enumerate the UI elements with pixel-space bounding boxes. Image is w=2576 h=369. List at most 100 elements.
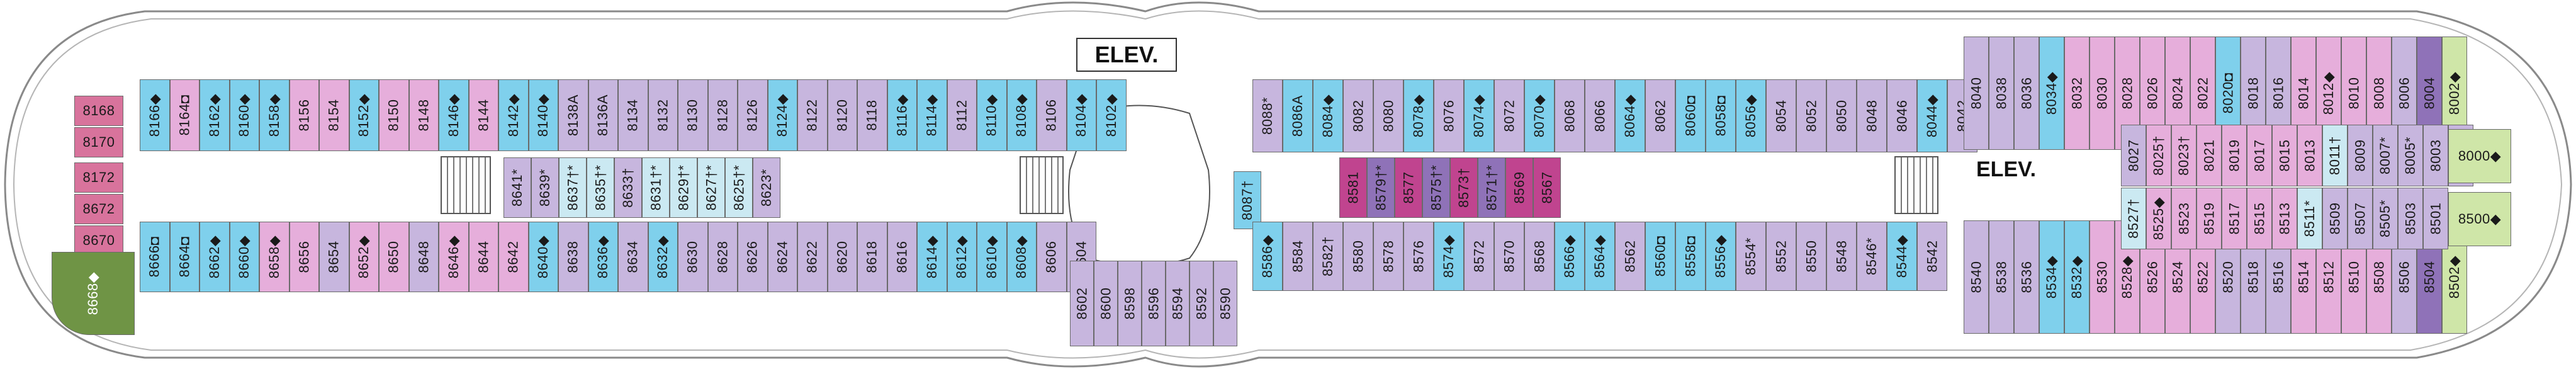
cabin-8523[interactable]: 8523 — [2171, 188, 2196, 249]
cabin-8030[interactable]: 8030 — [2089, 37, 2115, 150]
cabin-8007[interactable]: 8007* — [2373, 125, 2398, 186]
cabin-8509[interactable]: 8509 — [2322, 188, 2348, 249]
cabin-8532[interactable]: 8532◆ — [2064, 220, 2089, 334]
cabin-8032[interactable]: 8032 — [2064, 37, 2089, 150]
cabin-8076[interactable]: 8076 — [1434, 79, 1464, 152]
cabin-8104[interactable]: 8104◆ — [1066, 79, 1096, 151]
cabin-8148[interactable]: 8148 — [408, 79, 439, 151]
cabin-8646[interactable]: 8646◆ — [439, 222, 469, 292]
cabin-8632[interactable]: 8632◆ — [648, 222, 678, 292]
cabin-8080[interactable]: 8080 — [1373, 79, 1403, 152]
cabin-8631[interactable]: 8631†* — [642, 157, 670, 218]
cabin-8581[interactable]: 8581 — [1339, 157, 1367, 218]
cabin-8503[interactable]: 8503 — [2398, 188, 2423, 249]
cabin-8515[interactable]: 8515 — [2247, 188, 2272, 249]
cabin-8009[interactable]: 8009 — [2348, 125, 2373, 186]
cabin-8567[interactable]: 8567 — [1533, 157, 1561, 218]
cabin-8625[interactable]: 8625†* — [725, 157, 753, 218]
cabin-8017[interactable]: 8017 — [2247, 125, 2272, 186]
cabin-8590[interactable]: 8590 — [1213, 261, 1237, 346]
cabin-8656[interactable]: 8656 — [289, 222, 319, 292]
cabin-8636[interactable]: 8636◆ — [588, 222, 618, 292]
cabin-8634[interactable]: 8634 — [618, 222, 648, 292]
cabin-8013[interactable]: 8013 — [2297, 125, 2322, 186]
cabin-8160[interactable]: 8160◆ — [229, 79, 259, 151]
cabin-8572[interactable]: 8572 — [1464, 222, 1494, 291]
cabin-8546[interactable]: 8546* — [1857, 222, 1887, 291]
cabin-8639[interactable]: 8639* — [531, 157, 559, 218]
cabin-8626[interactable]: 8626 — [738, 222, 768, 292]
cabin-8048[interactable]: 8048 — [1857, 79, 1887, 152]
cabin-8648[interactable]: 8648 — [408, 222, 439, 292]
cabin-8086A[interactable]: 8086A — [1283, 79, 1313, 152]
cabin-8536[interactable]: 8536 — [2014, 220, 2039, 334]
cabin-8670[interactable]: 8670 — [74, 225, 123, 256]
cabin-8082[interactable]: 8082 — [1343, 79, 1373, 152]
cabin-8540[interactable]: 8540 — [1964, 220, 1989, 334]
cabin-8650[interactable]: 8650 — [379, 222, 409, 292]
cabin-8642[interactable]: 8642 — [498, 222, 529, 292]
cabin-8558[interactable]: 8558◘ — [1675, 222, 1706, 291]
cabin-8112[interactable]: 8112 — [947, 79, 977, 151]
cabin-8564[interactable]: 8564◆ — [1585, 222, 1615, 291]
cabin-8570[interactable]: 8570 — [1494, 222, 1524, 291]
cabin-8068[interactable]: 8068 — [1555, 79, 1585, 152]
cabin-8554[interactable]: 8554* — [1736, 222, 1766, 291]
cabin-8525[interactable]: 8525◆ — [2146, 188, 2171, 249]
cabin-8569[interactable]: 8569 — [1505, 157, 1533, 218]
cabin-8577[interactable]: 8577 — [1395, 157, 1422, 218]
cabin-8501[interactable]: 8501 — [2423, 188, 2448, 249]
cabin-8027[interactable]: 8027 — [2121, 125, 2146, 186]
cabin-8152[interactable]: 8152◆ — [349, 79, 379, 151]
cabin-8644[interactable]: 8644 — [468, 222, 498, 292]
cabin-8513[interactable]: 8513 — [2272, 188, 2297, 249]
cabin-8552[interactable]: 8552 — [1766, 222, 1796, 291]
cabin-8664[interactable]: 8664◘ — [169, 222, 200, 292]
cabin-8146[interactable]: 8146◆ — [439, 79, 469, 151]
cabin-8672[interactable]: 8672 — [74, 194, 123, 224]
cabin-8106[interactable]: 8106 — [1037, 79, 1067, 151]
cabin-8078[interactable]: 8078◆ — [1403, 79, 1434, 152]
cabin-8166[interactable]: 8166◆ — [140, 79, 170, 151]
cabin-8638[interactable]: 8638 — [558, 222, 588, 292]
cabin-8036[interactable]: 8036 — [2014, 37, 2039, 150]
cabin-8019[interactable]: 8019 — [2222, 125, 2247, 186]
cabin-8628[interactable]: 8628 — [707, 222, 738, 292]
cabin-8627[interactable]: 8627†* — [697, 157, 725, 218]
cabin-8074[interactable]: 8074◆ — [1464, 79, 1494, 152]
cabin-8582[interactable]: 8582† — [1313, 222, 1343, 291]
cabin-8596[interactable]: 8596 — [1142, 261, 1166, 346]
cabin-8538[interactable]: 8538 — [1989, 220, 2014, 334]
cabin-8170[interactable]: 8170 — [74, 127, 123, 157]
cabin-8579[interactable]: 8579†* — [1367, 157, 1395, 218]
cabin-8571[interactable]: 8571†* — [1478, 157, 1505, 218]
cabin-8052[interactable]: 8052 — [1796, 79, 1826, 152]
cabin-8576[interactable]: 8576 — [1403, 222, 1434, 291]
cabin-8618[interactable]: 8618 — [857, 222, 887, 292]
cabin-8598[interactable]: 8598 — [1118, 261, 1142, 346]
cabin-8138A[interactable]: 8138A — [558, 79, 588, 151]
cabin-8023[interactable]: 8023† — [2171, 125, 2196, 186]
cabin-8084[interactable]: 8084◆ — [1313, 79, 1343, 152]
cabin-8088[interactable]: 8088* — [1252, 79, 1283, 152]
cabin-8038[interactable]: 8038 — [1989, 37, 2014, 150]
cabin-8610[interactable]: 8610◆ — [977, 222, 1007, 292]
cabin-8134[interactable]: 8134 — [618, 79, 648, 151]
cabin-8140[interactable]: 8140◆ — [528, 79, 558, 151]
cabin-8519[interactable]: 8519 — [2196, 188, 2222, 249]
cabin-8624[interactable]: 8624 — [767, 222, 797, 292]
cabin-8573[interactable]: 8573† — [1450, 157, 1478, 218]
cabin-8641[interactable]: 8641* — [503, 157, 531, 218]
cabin-8511[interactable]: 8511* — [2297, 188, 2322, 249]
cabin-8066[interactable]: 8066 — [1585, 79, 1615, 152]
cabin-8162[interactable]: 8162◆ — [200, 79, 230, 151]
cabin-8046[interactable]: 8046 — [1887, 79, 1917, 152]
cabin-8505[interactable]: 8505* — [2373, 188, 2398, 249]
cabin-8158[interactable]: 8158◆ — [259, 79, 290, 151]
cabin-8003[interactable]: 8003 — [2423, 125, 2448, 186]
cabin-8592[interactable]: 8592 — [1190, 261, 1213, 346]
cabin-8005[interactable]: 8005* — [2398, 125, 2423, 186]
cabin-8662[interactable]: 8662◆ — [200, 222, 230, 292]
cabin-8580[interactable]: 8580 — [1343, 222, 1373, 291]
cabin-8574[interactable]: 8574◆ — [1434, 222, 1464, 291]
